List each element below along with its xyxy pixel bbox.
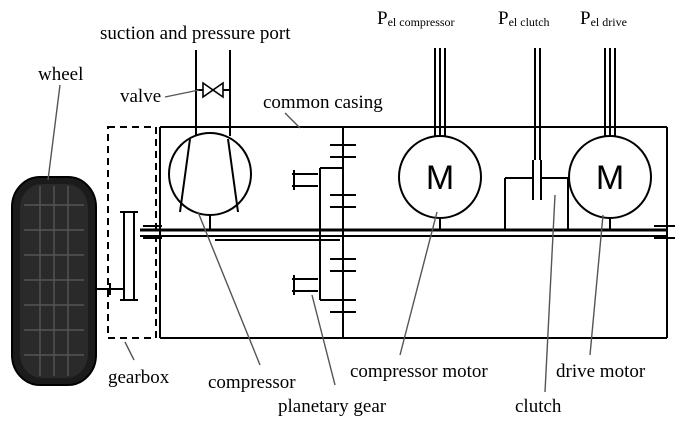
label-planetary-gear: planetary gear	[278, 396, 387, 417]
label-common-casing: common casing	[263, 92, 383, 113]
label-gearbox: gearbox	[108, 367, 170, 388]
right-bearing	[654, 225, 675, 239]
drive-motor-unit: M	[568, 48, 652, 230]
compressor-unit	[168, 132, 252, 230]
label-compressor: compressor	[208, 372, 296, 393]
label-clutch: clutch	[515, 396, 562, 417]
compressor-motor-symbol: M	[426, 159, 454, 197]
common-casing	[159, 126, 668, 339]
clutch-unit	[504, 48, 569, 230]
label-valve: valve	[120, 86, 161, 107]
compressor-motor-unit: M	[398, 48, 482, 230]
leader-lines	[47, 84, 604, 393]
planetary-gear-set	[292, 127, 356, 338]
label-compressor-motor: compressor motor	[350, 361, 488, 382]
gearbox-housing	[107, 126, 157, 339]
drive-motor-symbol: M	[596, 159, 624, 197]
wheel-tire	[11, 176, 97, 386]
wheel-axle	[96, 283, 124, 295]
label-drive-motor: drive motor	[556, 361, 646, 382]
power-label-clutch: Pel clutch	[498, 8, 550, 29]
valve-icon	[196, 81, 230, 99]
label-wheel: wheel	[38, 64, 83, 85]
power-label-drive: Pel drive	[580, 8, 627, 29]
gearbox-gears	[120, 211, 162, 301]
power-label-compressor: Pel compressor	[377, 8, 455, 29]
label-suction-port: suction and pressure port	[100, 23, 291, 44]
main-shaft	[140, 228, 667, 241]
port-pipes	[195, 50, 231, 136]
